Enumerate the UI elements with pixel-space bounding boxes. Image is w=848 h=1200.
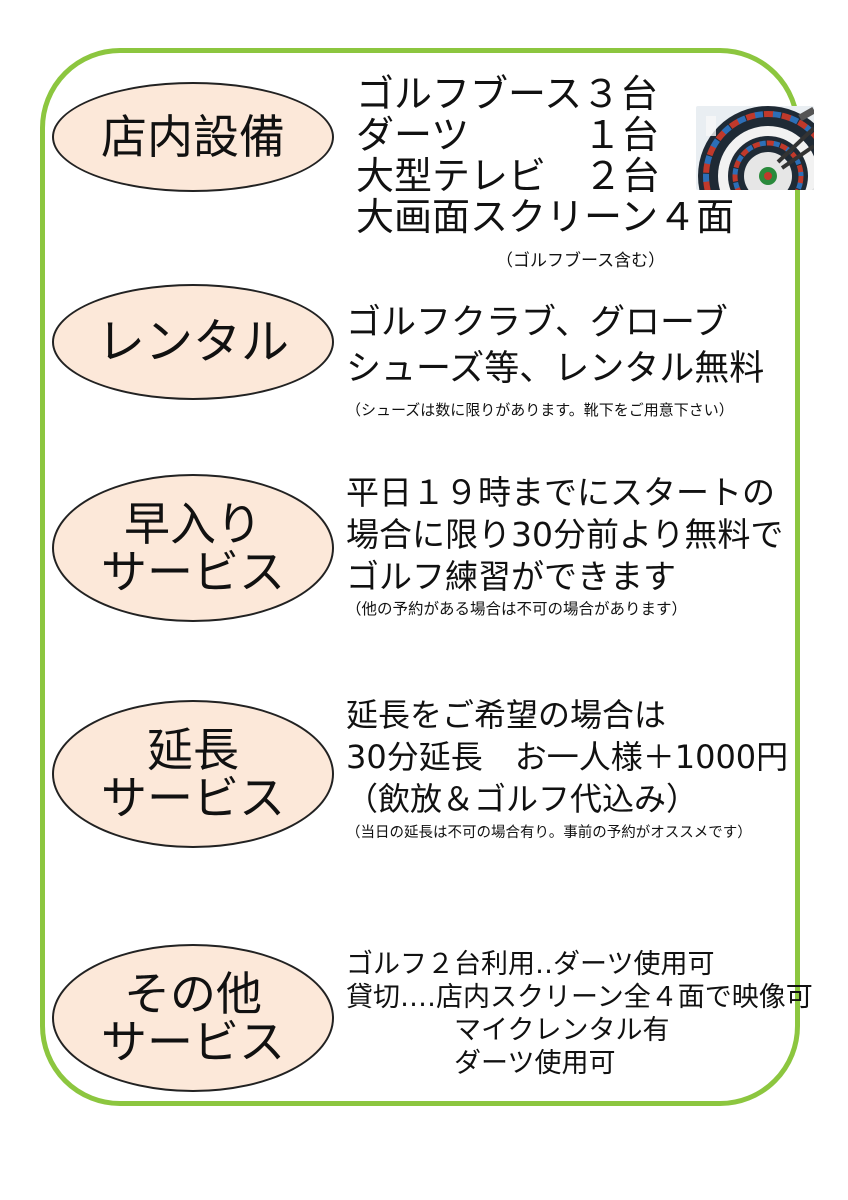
- early-label-oval: 早入り サービス: [52, 474, 334, 622]
- other-line-1: ゴルフ２台利用‥ダーツ使用可: [346, 949, 715, 980]
- equipment-label-oval: 店内設備: [52, 82, 334, 192]
- extension-label-line-2: サービス: [101, 771, 285, 825]
- dartboard-icon: [696, 106, 814, 190]
- rental-label-oval: レンタル: [52, 284, 334, 400]
- other-line-2: 貸切‥‥店内スクリーン全４面で映像可: [346, 982, 813, 1013]
- extension-note: （当日の延長は不可の場合有り。事前の予約がオススメです）: [346, 825, 752, 841]
- early-label-line-1: 早入り: [124, 496, 262, 551]
- extension-text: 延長をご希望の場合は 30分延長 お一人様＋1000円 （飲放＆ゴルフ代込み）: [346, 694, 788, 820]
- rental-line-2: シューズ等、レンタル無料: [346, 349, 765, 389]
- other-text: ゴルフ２台利用‥ダーツ使用可 貸切‥‥店内スクリーン全４面で映像可 マイクレンタ…: [346, 948, 813, 1080]
- early-text: 平日１９時までにスタートの 場合に限り30分前より無料で ゴルフ練習ができます: [346, 472, 783, 598]
- rental-text: ゴルフクラブ、グローブ シューズ等、レンタル無料: [346, 300, 764, 392]
- early-line-2: 場合に限り30分前より無料で: [346, 515, 784, 554]
- extension-label-oval: 延長 サービス: [52, 700, 334, 848]
- extension-line-3: （飲放＆ゴルフ代込み）: [346, 780, 699, 818]
- other-line-3: マイクレンタル有: [346, 1015, 670, 1046]
- other-label-line-2: サービス: [101, 1015, 285, 1069]
- equipment-text: ゴルフブース３台 ダーツ １台 大型テレビ ２台 大画面スクリーン４面: [356, 74, 734, 238]
- equipment-note: （ゴルフブース含む）: [496, 251, 666, 271]
- equipment-label: 店内設備: [101, 109, 285, 164]
- extension-line-2: 30分延長 お一人様＋1000円: [346, 738, 789, 776]
- rental-label: レンタル: [96, 313, 289, 370]
- extension-label-line-1: 延長: [147, 722, 239, 777]
- other-label-oval: その他 サービス: [52, 944, 334, 1092]
- other-line-4: ダーツ使用可: [346, 1048, 616, 1079]
- early-label-line-2: サービス: [101, 545, 285, 599]
- other-label-line-1: その他: [124, 966, 262, 1021]
- extension-line-1: 延長をご希望の場合は: [346, 696, 667, 734]
- equipment-line-2: ダーツ １台: [356, 113, 660, 157]
- early-line-1: 平日１９時までにスタートの: [346, 473, 775, 512]
- rental-line-1: ゴルフクラブ、グローブ: [346, 303, 728, 343]
- equipment-line-3: 大型テレビ ２台: [356, 154, 661, 198]
- rental-note: （シューズは数に限りがあります。靴下をご用意下さい）: [346, 401, 734, 419]
- equipment-line-4: 大画面スクリーン４面: [356, 195, 735, 239]
- equipment-line-1: ゴルフブース３台: [356, 72, 659, 116]
- early-note: （他の予約がある場合は不可の場合があります）: [346, 600, 688, 618]
- early-line-3: ゴルフ練習ができます: [346, 557, 676, 596]
- page-frame: [40, 48, 800, 1106]
